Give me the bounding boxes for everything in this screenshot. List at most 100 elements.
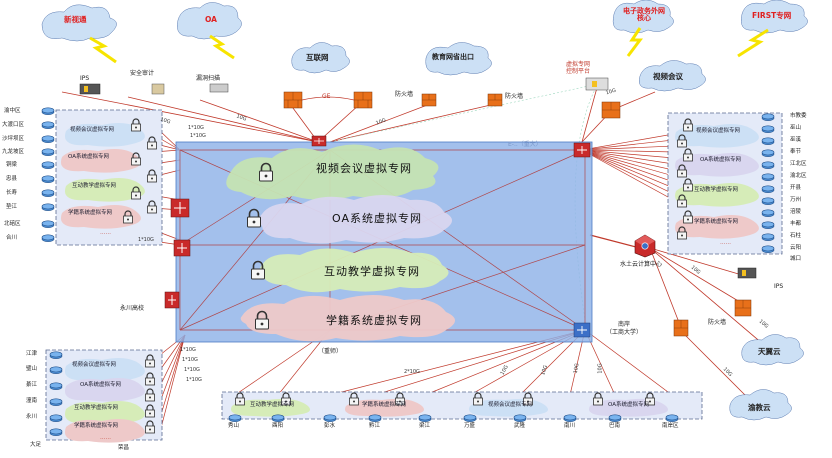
site-label: 开县 [790, 185, 802, 191]
subnet-label: 学籍系统虚拟专网 [68, 210, 113, 216]
subnet-label: 互动教学虚拟专网 [74, 405, 119, 411]
cloud-label-tianyi: 天翼云 [758, 347, 781, 356]
cloud-label-oa: OA [205, 15, 217, 24]
site-label: 铜梁 [6, 162, 18, 168]
ips-right-label: IPS [774, 283, 784, 290]
core-network-box [175, 141, 593, 343]
site-label: 大足 [30, 442, 42, 448]
cloud-label-edu-exit: 教育网省出口 [432, 53, 474, 61]
firewall-label-right: 防火墙 [505, 93, 524, 100]
ellipsis-label: …… [720, 240, 731, 246]
vpn-control-appliance [585, 77, 609, 91]
site-label: 黔江 [369, 423, 381, 429]
site-label: 南岸区 [662, 423, 679, 429]
subnet-label: 学籍系统虚拟专网 [694, 219, 739, 225]
site-label: 市教委 [790, 113, 807, 119]
site-label: 彭水 [324, 423, 336, 429]
firewall-label-left: 防火墙 [395, 91, 414, 98]
site-label: 綦江 [26, 382, 38, 388]
links-cloud-center [589, 234, 771, 401]
cloud-egov [612, 0, 674, 34]
site-label: 江北区 [790, 161, 807, 167]
site-label: 渝北区 [790, 173, 807, 179]
site-label: 巴南 [609, 423, 621, 429]
link-label: 1*10G [180, 347, 196, 353]
vpn-cloud-student [240, 295, 455, 342]
lightning-icon [89, 36, 117, 64]
vpn-cloud-teaching [260, 248, 449, 293]
link-label: 1*10G [186, 377, 202, 383]
cloud-label-video-conf: 视频会议 [653, 72, 683, 81]
vpn-cloud-oa [259, 195, 452, 244]
site-label: 石柱 [790, 233, 802, 239]
subnet-label: OA系统虚拟专网 [68, 154, 109, 160]
site-label: 合川 [6, 235, 18, 241]
bottom-school-group [221, 391, 703, 422]
right-school-group [667, 112, 783, 255]
site-label: 云阳 [790, 245, 802, 251]
site-label: 九龙坡区 [2, 149, 25, 155]
scanner-appliance [209, 83, 229, 93]
audit-appliance [151, 83, 165, 95]
core-top-faint-label: E-..（重大） [508, 141, 542, 148]
cloud-internet [291, 42, 350, 74]
site-label: 江津 [26, 351, 38, 357]
link-label: 2*10G [404, 369, 420, 375]
cloud-label-egov: 电子政务外网核心 [623, 7, 665, 22]
site-label: 梁江 [419, 423, 431, 429]
subnet-label: 视频会议虚拟专网 [696, 128, 741, 134]
site-label: 南川 [564, 423, 576, 429]
lower-left-school-group [45, 349, 163, 443]
subnet-label: 互动教学虚拟专网 [250, 402, 295, 408]
subnet-label: OA系统虚拟专网 [80, 382, 121, 388]
vpn-label-teaching: 互动教学虚拟专网 [324, 265, 420, 278]
site-label: 永川 [26, 414, 38, 420]
lightning-icon [737, 28, 769, 58]
ips-label: IPS [80, 75, 90, 82]
nanan-label: 南岸 [618, 321, 631, 328]
site-label: 城口 [790, 256, 802, 262]
ge-label: GE [322, 93, 331, 100]
subnet-label: 互动教学虚拟专网 [694, 187, 739, 193]
site-label: 秀山 [228, 423, 240, 429]
yongchuan-label: 永川高校 [120, 305, 145, 312]
ellipsis-label: …… [100, 435, 111, 441]
site-label: 渝中区 [4, 108, 21, 114]
subnet-label: 学籍系统虚拟专网 [362, 402, 407, 408]
link-label: 1*10G [182, 357, 198, 363]
cloud-xin-shitong [41, 4, 117, 42]
site-label: 忠县 [6, 176, 18, 182]
lightning-icon [626, 27, 643, 57]
vpn-cloud-video [226, 144, 439, 200]
site-label: 酉阳 [272, 423, 284, 429]
lightning-icon [209, 34, 235, 60]
site-label: 垫江 [6, 204, 18, 210]
link-label: 1*10G [138, 237, 154, 243]
vpn-label-video: 视频会议虚拟专网 [316, 162, 412, 175]
site-label: 大渡口区 [2, 122, 25, 128]
cloud-label-yujiao: 渝教云 [748, 403, 771, 412]
ellipsis-label: …… [100, 230, 111, 236]
site-label: 长寿 [6, 190, 18, 196]
cloud-edu-exit [425, 42, 492, 76]
subnet-label: 互动教学虚拟专网 [72, 183, 117, 189]
vpn-label-student: 学籍系统虚拟专网 [326, 314, 422, 327]
site-label: 丰都 [790, 221, 802, 227]
ge-link [301, 96, 355, 101]
cloud-label-xin-shitong: 新视通 [64, 15, 87, 24]
ips-right-appliance [737, 267, 757, 279]
site-label: 荣昌 [118, 445, 130, 451]
cloud-tianyi [741, 334, 804, 366]
link-label: 1*10G [184, 367, 200, 373]
link-label: 10G [597, 363, 604, 374]
subnet-label: OA系统虚拟专网 [608, 402, 649, 408]
nanan-sub-label: （工商大学） [606, 329, 643, 336]
chongshi-label: （重师） [318, 348, 343, 355]
left-school-group [41, 107, 163, 246]
cloud-label-internet: 互联网 [306, 53, 329, 62]
audit-label: 安全审计 [130, 70, 155, 77]
cloud-label-first: FIRST专网 [752, 11, 792, 20]
site-label: 巫山 [790, 125, 802, 131]
subnet-label: OA系统虚拟专网 [700, 157, 741, 163]
